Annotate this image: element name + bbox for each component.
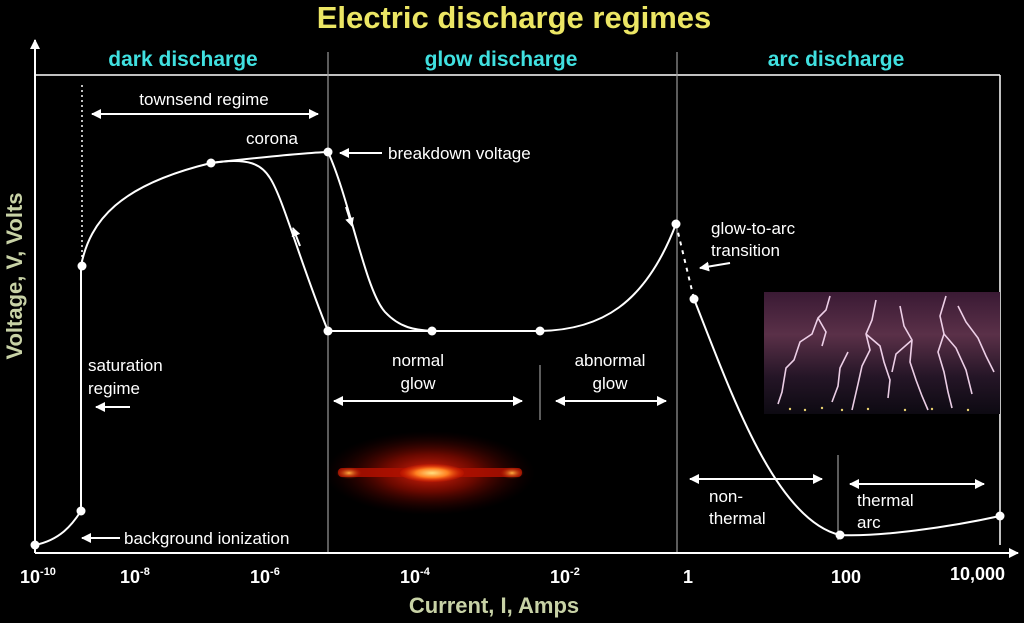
- glow-to-arc-arrow: [699, 261, 731, 272]
- x-tick-100: 100: [831, 567, 861, 587]
- point-saturation-bottom: [76, 506, 86, 516]
- axes: [30, 39, 1019, 558]
- point-normal-glow-mid: [427, 326, 437, 336]
- dark-discharge-curve: [34, 159, 329, 546]
- abnormal-glow-label-2: glow: [593, 374, 629, 393]
- nonthermal-label-1: non-: [709, 487, 743, 506]
- saturation-label-2: regime: [88, 379, 140, 398]
- point-glow-to-arc: [671, 219, 681, 229]
- thermal-arc-label-2: arc: [857, 513, 881, 532]
- glow-to-arc-label-2: transition: [711, 241, 780, 260]
- point-thermal-arc: [835, 530, 845, 540]
- point-normal-glow-start: [323, 326, 333, 336]
- diagram-title: Electric discharge regimes: [317, 0, 712, 35]
- glow-to-arc-dashed: [675, 223, 695, 300]
- point-saturation-top: [77, 261, 87, 271]
- region-frame: [35, 52, 1001, 553]
- background-label: background ionization: [124, 529, 289, 548]
- x-tick-labels: 10-10 10-8 10-6 10-4 10-2 1 100 10,000: [20, 564, 1005, 587]
- point-arc-start: [689, 294, 699, 304]
- point-background: [30, 540, 40, 550]
- nonthermal-label-2: thermal: [709, 509, 766, 528]
- breakdown-label: breakdown voltage: [388, 144, 531, 163]
- lightning-image: [764, 292, 1000, 414]
- normal-glow-label-2: glow: [401, 374, 437, 393]
- x-tick-1e-10: 10-10: [20, 566, 56, 587]
- point-breakdown: [323, 147, 333, 157]
- region-arc-label: arc discharge: [768, 48, 905, 71]
- x-tick-1e-2: 10-2: [550, 566, 580, 587]
- glow-to-arc-label-1: glow-to-arc: [711, 219, 796, 238]
- thermal-arc-label-1: thermal: [857, 491, 914, 510]
- townsend-label: townsend regime: [139, 90, 268, 109]
- region-glow-label: glow discharge: [425, 48, 578, 71]
- saturation-label-1: saturation: [88, 356, 163, 375]
- curve-direction-arrows: [291, 206, 354, 247]
- curve-points: [30, 147, 1005, 550]
- normal-glow-label-1: normal: [392, 351, 444, 370]
- x-axis-title: Current, I, Amps: [409, 593, 579, 618]
- corona-label: corona: [246, 129, 299, 148]
- breakdown-segment: [327, 151, 433, 332]
- x-tick-1: 1: [683, 567, 693, 587]
- y-axis-title: Voltage, V, Volts: [2, 192, 27, 359]
- abnormal-glow-label-1: abnormal: [575, 351, 646, 370]
- arc-curve: [693, 298, 1001, 537]
- glow-curve: [210, 151, 677, 332]
- point-arc-end: [995, 511, 1005, 521]
- annotation-labels: townsend regime corona breakdown voltage…: [88, 90, 914, 548]
- x-tick-1e-4: 10-4: [400, 566, 431, 587]
- region-dark-label: dark discharge: [108, 48, 257, 71]
- glow-tube-image: [325, 431, 535, 515]
- x-tick-1e-8: 10-8: [120, 566, 150, 587]
- point-townsend: [206, 158, 216, 168]
- annotation-arrows: [81, 109, 985, 543]
- x-tick-1e-6: 10-6: [250, 566, 280, 587]
- point-abnormal-start: [535, 326, 545, 336]
- x-tick-10000: 10,000: [950, 564, 1005, 584]
